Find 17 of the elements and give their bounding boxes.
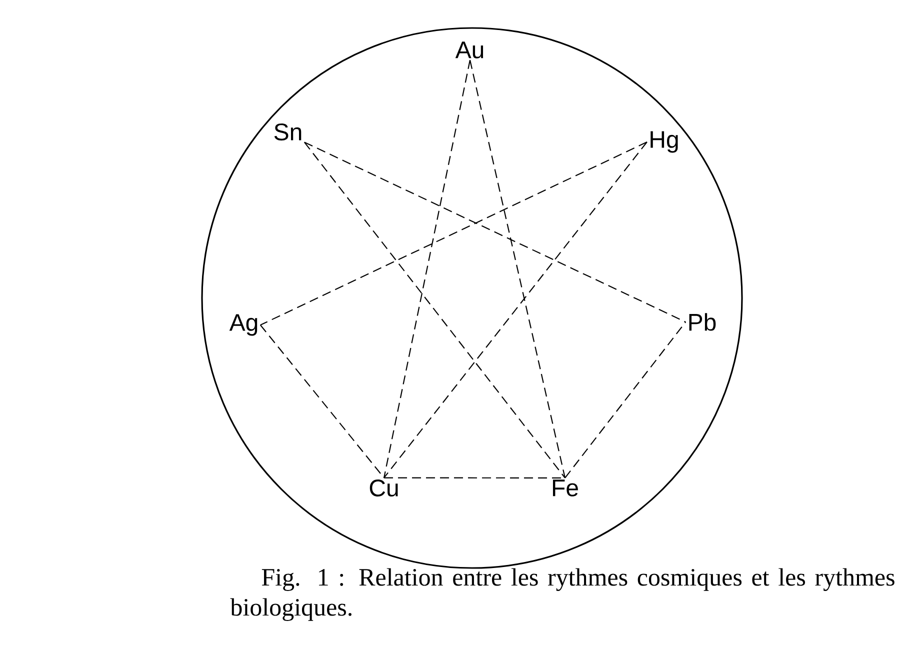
circle-outline: [201, 27, 743, 569]
element-label: Ag: [229, 314, 258, 336]
element-label: Sn: [274, 124, 302, 140]
element-label: Au: [455, 42, 484, 58]
element-label: Fe: [552, 480, 578, 496]
dashed-line: [564, 322, 686, 478]
dashed-line: [260, 324, 384, 478]
figure-caption: Fig. 1 : Relation entre les rythmes cosmiques et les rythmes biologiques.: [230, 568, 894, 621]
dashed-line: [383, 60, 471, 478]
dashed-line: [469, 60, 566, 478]
element-label: Cu: [370, 480, 398, 496]
element-label: Pb: [689, 313, 716, 331]
dashed-line: [384, 142, 648, 478]
dashed-line: [304, 142, 566, 478]
element-label: Hg: [650, 131, 678, 153]
dashed-line: [260, 142, 648, 326]
dashed-line: [304, 142, 686, 322]
